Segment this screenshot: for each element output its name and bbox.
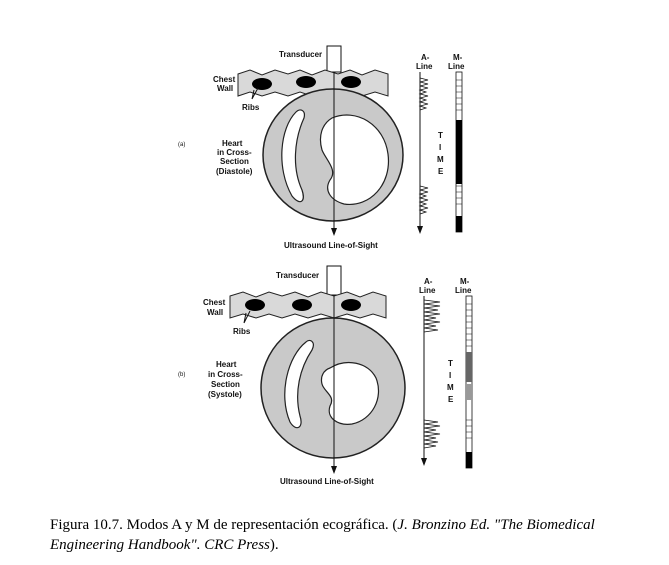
ultrasound-diagram: (a) Transducer Chest Wall Ribs Heart in … bbox=[178, 45, 473, 486]
panel-b-right-ventricle bbox=[284, 339, 314, 429]
panel-b-mline-ticks bbox=[466, 303, 472, 439]
panel-b-time-e: E bbox=[448, 395, 454, 404]
panel-b-transducer bbox=[326, 265, 342, 296]
panel-a-time-m: M bbox=[437, 155, 444, 164]
panel-b-aline-arrowhead bbox=[421, 458, 427, 466]
panel-a-aline-label-1: A- bbox=[421, 53, 430, 62]
panel-a-left-ventricle bbox=[319, 114, 390, 205]
panel-b-ribs-pointer bbox=[243, 310, 251, 324]
caption-lead: Figura 10.7. Modos A y M de representaci… bbox=[50, 517, 398, 533]
panel-a-aline-label-2: Line bbox=[416, 62, 433, 71]
panel-b-rib-3 bbox=[341, 299, 361, 311]
panel-b: (b) Transducer Chest Wall Ribs Heart in … bbox=[178, 265, 473, 486]
panel-a-marker: (a) bbox=[178, 142, 185, 148]
panel-b-mline-gray-2 bbox=[466, 384, 472, 400]
panel-b-chest-label-2: Wall bbox=[207, 308, 223, 317]
panel-b-heart-label-1: Heart bbox=[216, 360, 237, 369]
panel-b-heart-label-3: Section bbox=[211, 380, 240, 389]
panel-a-chest-label-1: Chest bbox=[213, 75, 236, 84]
panel-a-mline-ticks bbox=[456, 79, 462, 205]
panel-a-mline-dark-1 bbox=[456, 120, 462, 184]
panel-b-los-arrowhead bbox=[331, 466, 337, 474]
panel-a-heart-label-3: Section bbox=[220, 157, 249, 166]
panel-b-mline-gray bbox=[466, 352, 472, 382]
caption-reference: J. Bronzino Ed. "The Biomedical Engineer… bbox=[50, 517, 595, 553]
panel-a-aline-trace bbox=[418, 77, 429, 215]
panel-b-left-ventricle bbox=[320, 361, 380, 425]
panel-a-time-i: I bbox=[439, 143, 441, 152]
panel-b-transducer-label: Transducer bbox=[276, 271, 319, 280]
panel-a-heart-label-2: in Cross- bbox=[217, 148, 252, 157]
panel-b-aline-trace bbox=[423, 299, 441, 449]
panel-b-chest-label-1: Chest bbox=[203, 298, 226, 307]
panel-a-heart-label-4: (Diastole) bbox=[216, 167, 253, 176]
panel-a-ribs-label: Ribs bbox=[242, 103, 260, 112]
panel-b-marker: (b) bbox=[178, 372, 185, 378]
panel-a-rib-1 bbox=[252, 78, 272, 90]
panel-a-mline-label-1: M- bbox=[453, 53, 463, 62]
panel-a-los-label: Ultrasound Line-of-Sight bbox=[284, 241, 378, 250]
panel-b-heart-label-2: in Cross- bbox=[208, 370, 243, 379]
panel-a-transducer bbox=[326, 45, 342, 73]
panel-a-right-ventricle bbox=[281, 109, 305, 203]
panel-b-aline-label-2: Line bbox=[419, 286, 436, 295]
panel-a-mline-dark-2 bbox=[456, 216, 462, 232]
panel-b-mline-label-2: Line bbox=[455, 286, 472, 295]
panel-a-rib-3 bbox=[341, 76, 361, 88]
panel-b-rib-2 bbox=[292, 299, 312, 311]
panel-b-mline-dark bbox=[466, 452, 472, 468]
panel-b-mline-label-1: M- bbox=[460, 277, 470, 286]
panel-a-mline-label-2: Line bbox=[448, 62, 465, 71]
caption-tail: ). bbox=[269, 537, 279, 553]
panel-b-ribs-label: Ribs bbox=[233, 327, 251, 336]
panel-a-ribs-pointer bbox=[251, 87, 259, 100]
panel-a: (a) Transducer Chest Wall Ribs Heart in … bbox=[178, 45, 465, 250]
panel-b-heart-label-4: (Systole) bbox=[208, 390, 242, 399]
panel-b-time-t: T bbox=[448, 359, 453, 368]
panel-b-time-m: M bbox=[447, 383, 454, 392]
panel-a-los-arrowhead bbox=[331, 228, 337, 236]
panel-b-aline-label-1: A- bbox=[424, 277, 433, 286]
panel-b-time-i: I bbox=[449, 371, 451, 380]
panel-b-rib-1 bbox=[245, 299, 265, 311]
panel-a-transducer-label: Transducer bbox=[279, 50, 322, 59]
panel-a-heart-label-1: Heart bbox=[222, 139, 243, 148]
panel-a-time-t: T bbox=[438, 131, 443, 140]
panel-a-rib-2 bbox=[296, 76, 316, 88]
panel-a-time-e: E bbox=[438, 167, 444, 176]
panel-a-aline-arrowhead bbox=[417, 226, 423, 234]
panel-a-chest-label-2: Wall bbox=[217, 84, 233, 93]
panel-b-los-label: Ultrasound Line-of-Sight bbox=[280, 477, 374, 486]
figure-caption: Figura 10.7. Modos A y M de representaci… bbox=[50, 515, 655, 555]
